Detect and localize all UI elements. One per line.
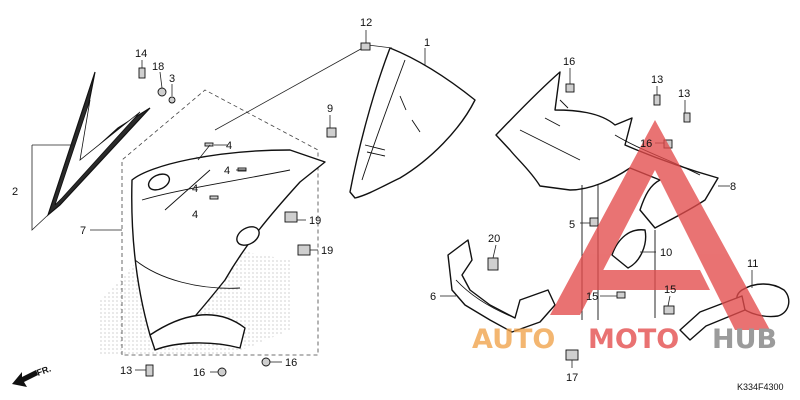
callout-20: 20: [488, 233, 500, 245]
direction-label: FR.: [35, 364, 52, 378]
callout-labels: 1 2 3 4 4 4 4 5 6 7 8 9 10 11 12 13 13 1…: [12, 17, 784, 392]
leader-12: [214, 30, 393, 131]
callout-16a: 16: [563, 56, 575, 68]
callout-4c: 4: [192, 183, 198, 195]
callout-16c: 16: [193, 367, 205, 379]
callout-5: 5: [569, 219, 575, 231]
callout-2: 2: [12, 186, 18, 198]
callout-4d: 4: [192, 209, 198, 221]
watermark-moto: MOTO: [588, 324, 679, 355]
callout-16b: 16: [640, 138, 652, 150]
callout-4b: 4: [224, 165, 230, 177]
callout-14: 14: [135, 48, 147, 60]
callout-19b: 19: [321, 245, 333, 257]
watermark: AUTO MOTO HUB: [472, 120, 777, 355]
callout-7: 7: [80, 225, 86, 237]
front-direction-arrow: FR.: [12, 364, 52, 387]
callout-18: 18: [152, 61, 164, 73]
callout-13a: 13: [651, 74, 663, 86]
assembly-frame-7: [90, 89, 319, 356]
callout-3: 3: [169, 73, 175, 85]
part-2-decal: [31, 71, 151, 231]
watermark-auto: AUTO: [472, 324, 555, 355]
callout-4a: 4: [226, 140, 232, 152]
callout-9: 9: [327, 103, 333, 115]
part-1-windscreen: [349, 47, 476, 199]
leader-lines: [135, 60, 686, 373]
callout-11: 11: [747, 258, 758, 270]
callout-15b: 15: [664, 284, 676, 296]
callout-15a: 15: [586, 291, 598, 303]
callout-16d: 16: [285, 357, 297, 369]
part-7-cowl: [131, 149, 326, 351]
callout-6: 6: [430, 291, 436, 303]
callout-8: 8: [730, 181, 736, 193]
part-10-plate: [611, 229, 656, 269]
callout-17: 17: [566, 372, 578, 384]
callout-13c: 13: [120, 365, 132, 377]
diagram-code: K334F4300: [737, 382, 784, 392]
fasteners: [138, 42, 691, 377]
callout-1: 1: [424, 37, 430, 49]
callout-10: 10: [660, 247, 672, 259]
callout-13b: 13: [678, 88, 690, 100]
part-6-bracket: [440, 239, 556, 333]
watermark-hub: HUB: [712, 324, 777, 355]
callout-12: 12: [360, 17, 372, 29]
callout-19a: 19: [309, 215, 321, 227]
